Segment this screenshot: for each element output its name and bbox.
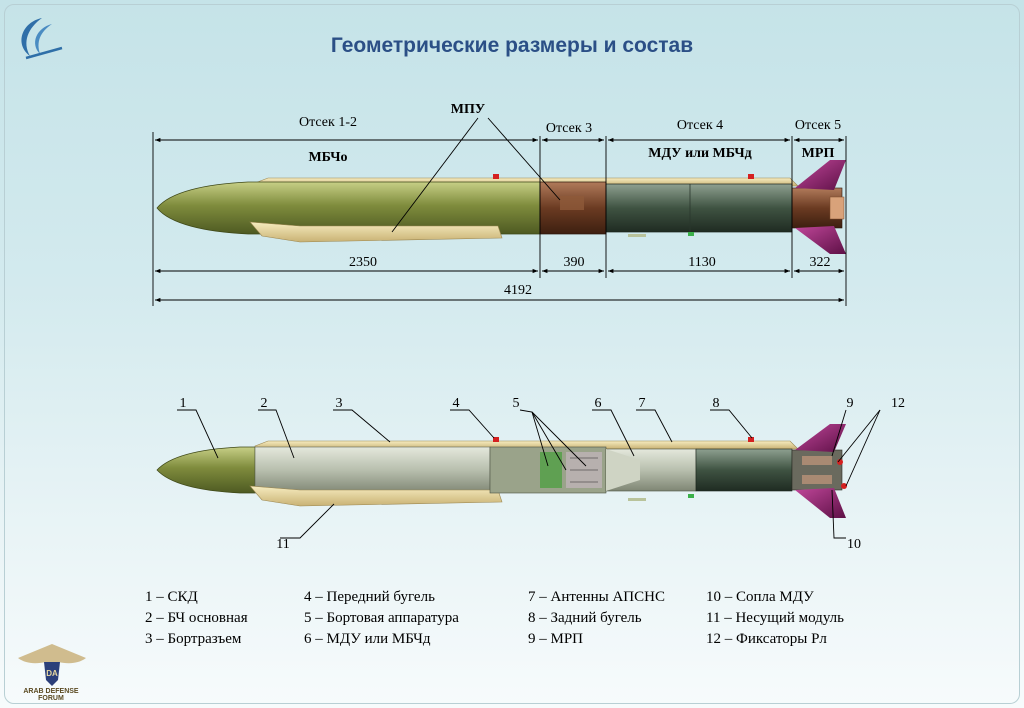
label-mpu: МПУ: [451, 102, 485, 117]
legend-item: 6 – МДУ или МБЧд: [304, 631, 431, 647]
page-title: Геометрические размеры и состав: [330, 34, 694, 57]
dim-322: 322: [810, 255, 831, 270]
legend-item: 9 – МРП: [528, 631, 584, 647]
swoosh-logo-icon: [21, 18, 63, 60]
legend-item: 3 – Бортразъем: [145, 631, 242, 647]
callout-1: 1: [180, 396, 187, 411]
callout-6: 6: [595, 396, 602, 411]
callout-leaders: [177, 409, 881, 539]
label-section-5: Отсек 5: [795, 118, 841, 133]
page-frame: [4, 4, 1020, 704]
callout-3: 3: [336, 396, 343, 411]
callout-7: 7: [639, 396, 646, 411]
label-section-1-2: Отсек 1-2: [299, 115, 357, 130]
dim-4192: 4192: [504, 283, 532, 298]
label-section-3: Отсек 3: [546, 121, 592, 136]
top-dimension-lines: [152, 117, 847, 306]
legend-column-2: 4 – Передний бугель 5 – Бортовая аппарат…: [304, 587, 459, 650]
legend-item: 1 – СКД: [145, 589, 198, 605]
arab-defense-forum-emblem: DA: [18, 644, 86, 686]
callout-5: 5: [513, 396, 520, 411]
legend-item: 4 – Передний бугель: [304, 589, 435, 605]
svg-text:DA: DA: [46, 669, 58, 678]
legend-column-4: 10 – Сопла МДУ 11 – Несущий модуль 12 – …: [706, 587, 844, 650]
callout-12: 12: [891, 396, 905, 411]
legend-item: 10 – Сопла МДУ: [706, 589, 814, 605]
legend-item: 5 – Бортовая аппаратура: [304, 610, 459, 626]
callout-9: 9: [847, 396, 854, 411]
dim-1130: 1130: [688, 255, 715, 270]
legend-item: 2 – БЧ основная: [145, 610, 248, 626]
dim-2350: 2350: [349, 255, 377, 270]
legend-item: 8 – Задний бугель: [528, 610, 642, 626]
legend-item: 11 – Несущий модуль: [706, 610, 844, 626]
missile-top-view: [156, 160, 846, 254]
callout-8: 8: [713, 396, 720, 411]
missile-cutaway-view: [156, 424, 847, 518]
label-mdu-mbchd: МДУ или МБЧд: [648, 146, 751, 161]
callout-2: 2: [261, 396, 268, 411]
callout-11: 11: [276, 537, 289, 552]
legend-item: 7 – Антенны АПСНС: [528, 589, 665, 605]
legend-column-3: 7 – Антенны АПСНС 8 – Задний бугель 9 – …: [528, 587, 665, 650]
label-mbcho: МБЧо: [308, 150, 347, 165]
label-section-4: Отсек 4: [677, 118, 723, 133]
callout-4: 4: [453, 396, 460, 411]
legend-item: 12 – Фиксаторы Рл: [706, 631, 827, 647]
callout-10: 10: [847, 537, 861, 552]
dim-390: 390: [564, 255, 585, 270]
legend-column-1: 1 – СКД 2 – БЧ основная 3 – Бортразъем: [145, 587, 248, 650]
watermark-text: ARAB DEFENSE FORUM: [23, 688, 79, 702]
label-mrp: МРП: [802, 146, 835, 161]
